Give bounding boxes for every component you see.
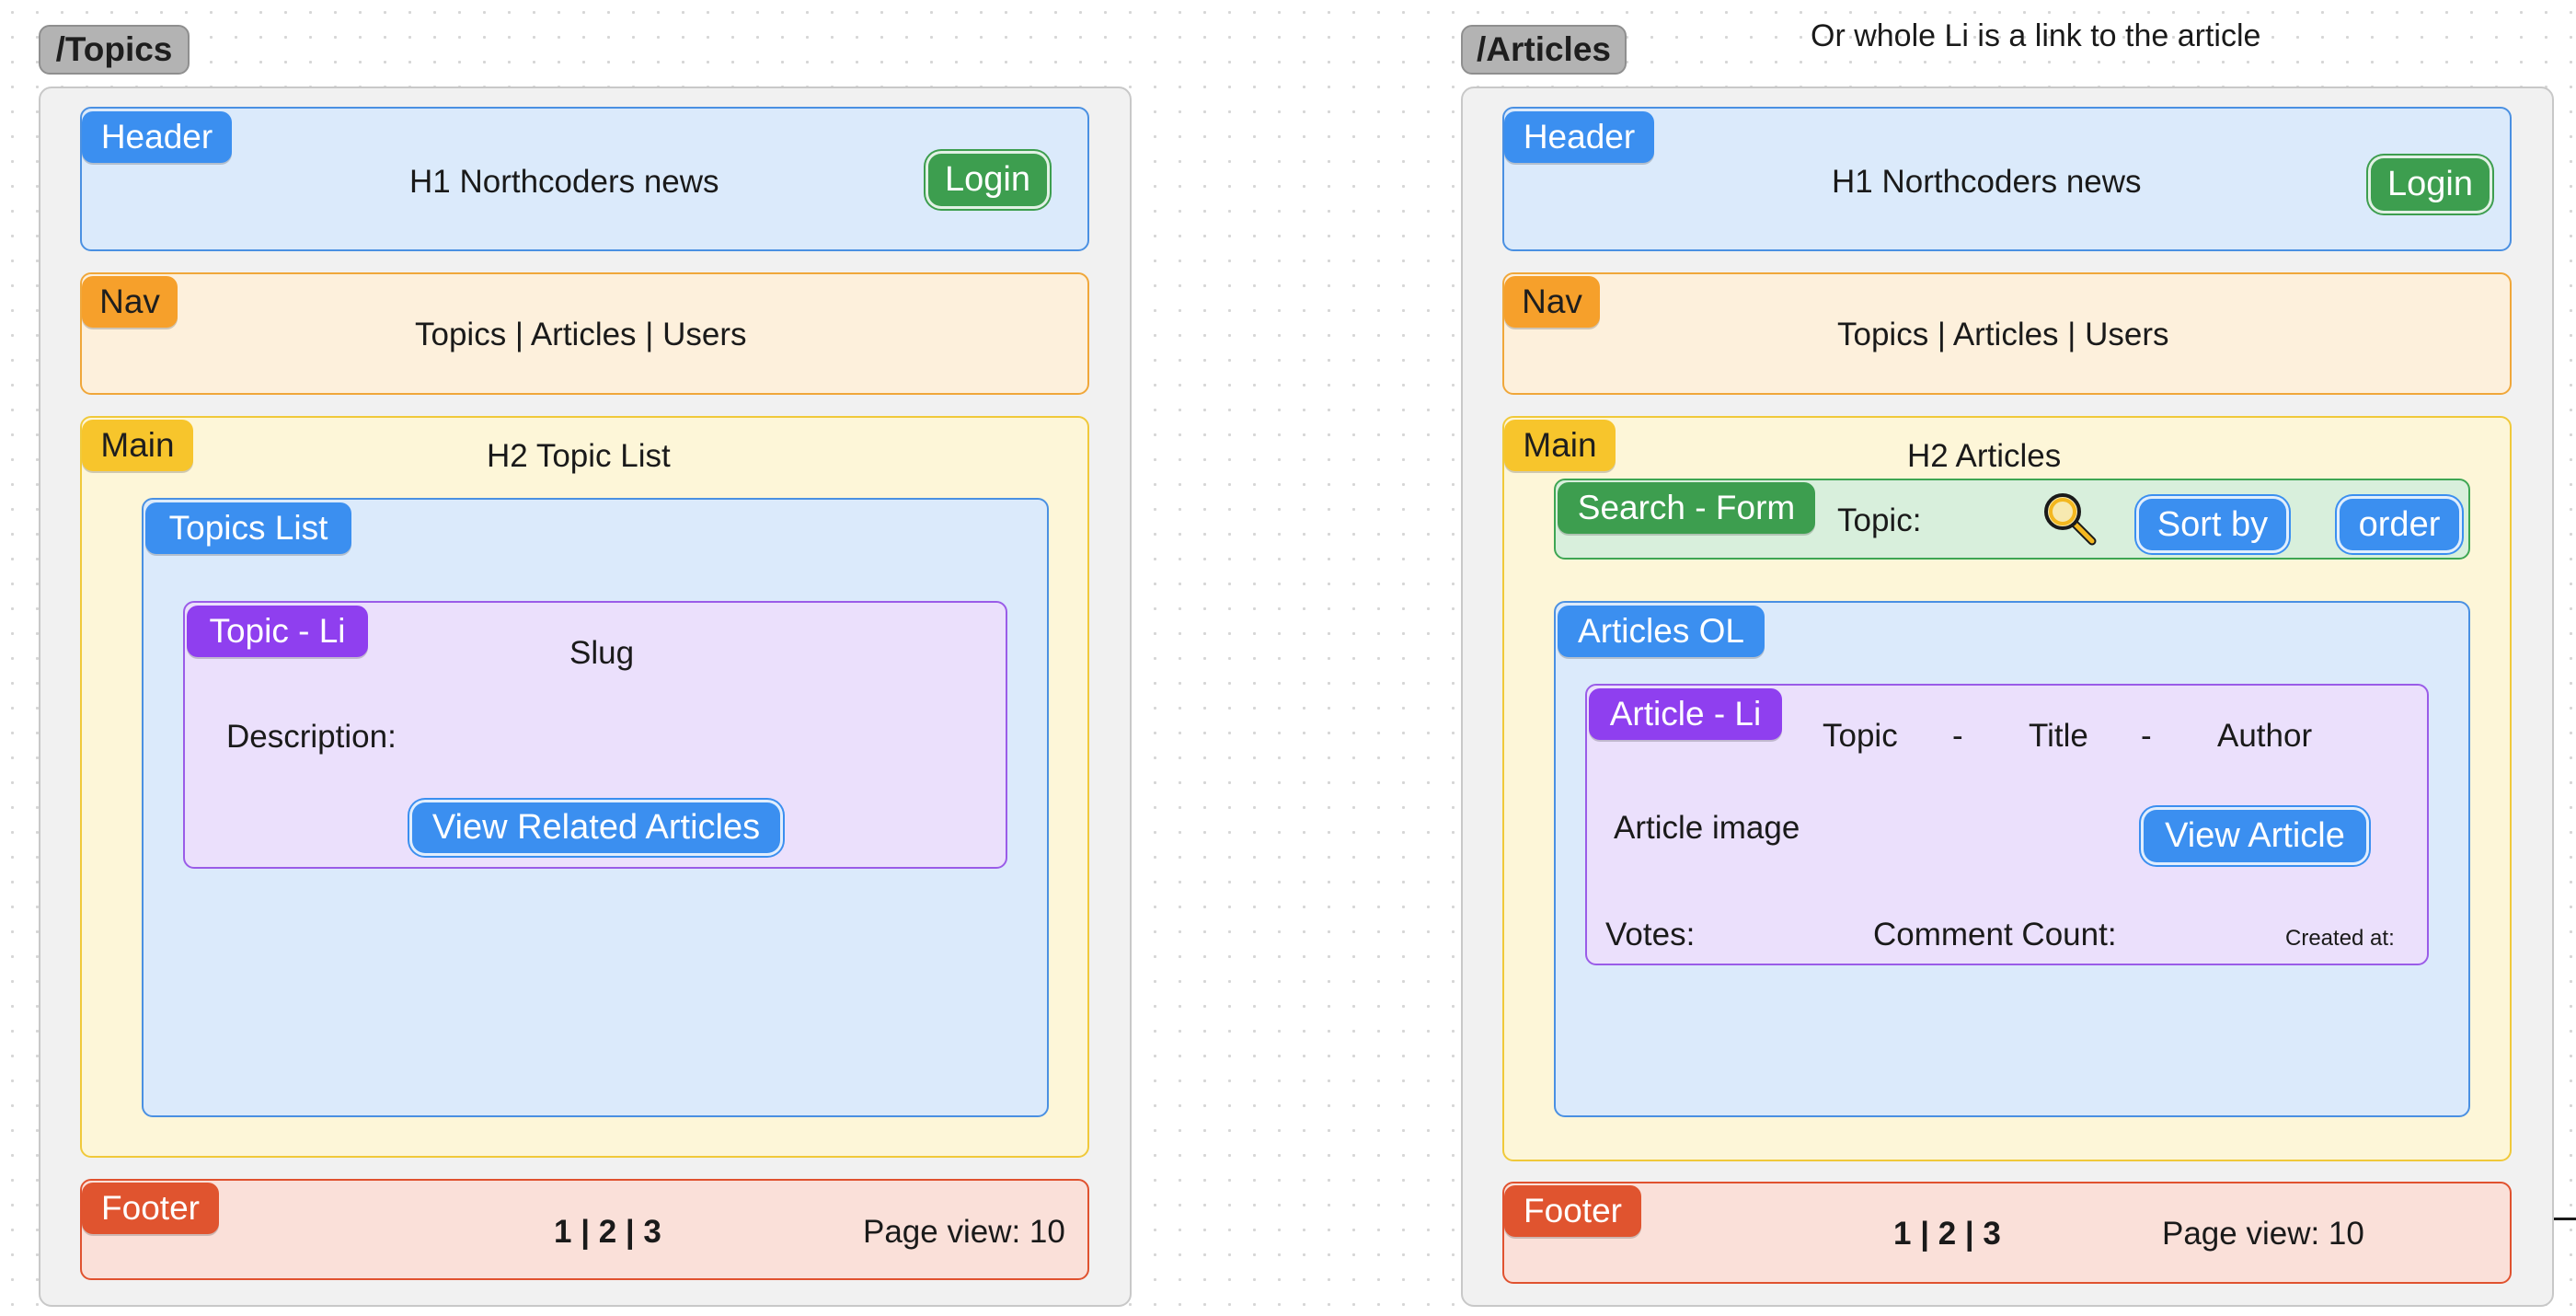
article-author: Author bbox=[2217, 718, 2313, 754]
view-article-button[interactable]: View Article bbox=[2144, 810, 2366, 862]
header-tag: Header bbox=[1504, 111, 1654, 163]
footer-tag: Footer bbox=[82, 1183, 219, 1234]
nav-links[interactable]: Topics | Articles | Users bbox=[1837, 317, 2169, 352]
order-button[interactable]: order bbox=[2340, 499, 2459, 550]
login-button[interactable]: Login bbox=[2371, 158, 2490, 211]
topic-li-tag: Topic - Li bbox=[187, 606, 368, 657]
site-title: H1 Northcoders news bbox=[409, 164, 719, 200]
header-tag: Header bbox=[82, 111, 232, 163]
pagination[interactable]: 1 | 2 | 3 bbox=[1893, 1216, 2001, 1252]
page-view: Page view: 10 bbox=[863, 1214, 1065, 1250]
nav-tag: Nav bbox=[82, 276, 178, 328]
main-heading: H2 Topic List bbox=[487, 438, 671, 474]
article-image: Article image bbox=[1614, 810, 1800, 846]
article-votes: Votes: bbox=[1605, 917, 1696, 952]
nav-tag: Nav bbox=[1504, 276, 1600, 328]
footer-tag: Footer bbox=[1504, 1185, 1641, 1237]
view-related-articles-button[interactable]: View Related Articles bbox=[412, 802, 780, 853]
main-heading: H2 Articles bbox=[1907, 438, 2062, 474]
created-at: Created at: bbox=[2285, 926, 2395, 951]
separator: - bbox=[2141, 718, 2152, 754]
article-li-tag: Article - Li bbox=[1589, 688, 1782, 740]
article-topic: Topic bbox=[1823, 718, 1898, 754]
separator: - bbox=[1952, 718, 1963, 754]
site-title: H1 Northcoders news bbox=[1832, 164, 2142, 200]
articles-frame-label: /Articles bbox=[1461, 25, 1627, 75]
articles-ol-tag: Articles OL bbox=[1558, 606, 1765, 657]
topic-filter-label: Topic: bbox=[1837, 502, 1922, 538]
connector-line bbox=[2554, 1218, 2576, 1220]
main-tag: Main bbox=[1504, 420, 1616, 471]
search-icon[interactable] bbox=[2041, 490, 2099, 548]
comment-count: Comment Count: bbox=[1873, 917, 2117, 952]
articles-footer bbox=[1502, 1182, 2512, 1284]
sort-by-button[interactable]: Sort by bbox=[2139, 499, 2286, 550]
topics-nav bbox=[80, 272, 1089, 395]
topic-description: Description: bbox=[226, 719, 397, 755]
articles-nav bbox=[1502, 272, 2512, 395]
login-button[interactable]: Login bbox=[928, 154, 1047, 206]
articles-header bbox=[1502, 107, 2512, 251]
topic-slug: Slug bbox=[569, 635, 635, 671]
main-tag: Main bbox=[82, 420, 193, 471]
page-view: Page view: 10 bbox=[2162, 1216, 2364, 1252]
topics-list-tag: Topics List bbox=[145, 502, 351, 554]
search-form-tag: Search - Form bbox=[1558, 482, 1815, 534]
article-title: Title bbox=[2029, 718, 2088, 754]
annotation-note: Or whole Li is a link to the article bbox=[1811, 18, 2261, 53]
topics-footer bbox=[80, 1179, 1089, 1280]
topics-frame-label: /Topics bbox=[39, 25, 190, 75]
topics-header bbox=[80, 107, 1089, 251]
pagination[interactable]: 1 | 2 | 3 bbox=[554, 1214, 661, 1250]
nav-links[interactable]: Topics | Articles | Users bbox=[415, 317, 747, 352]
